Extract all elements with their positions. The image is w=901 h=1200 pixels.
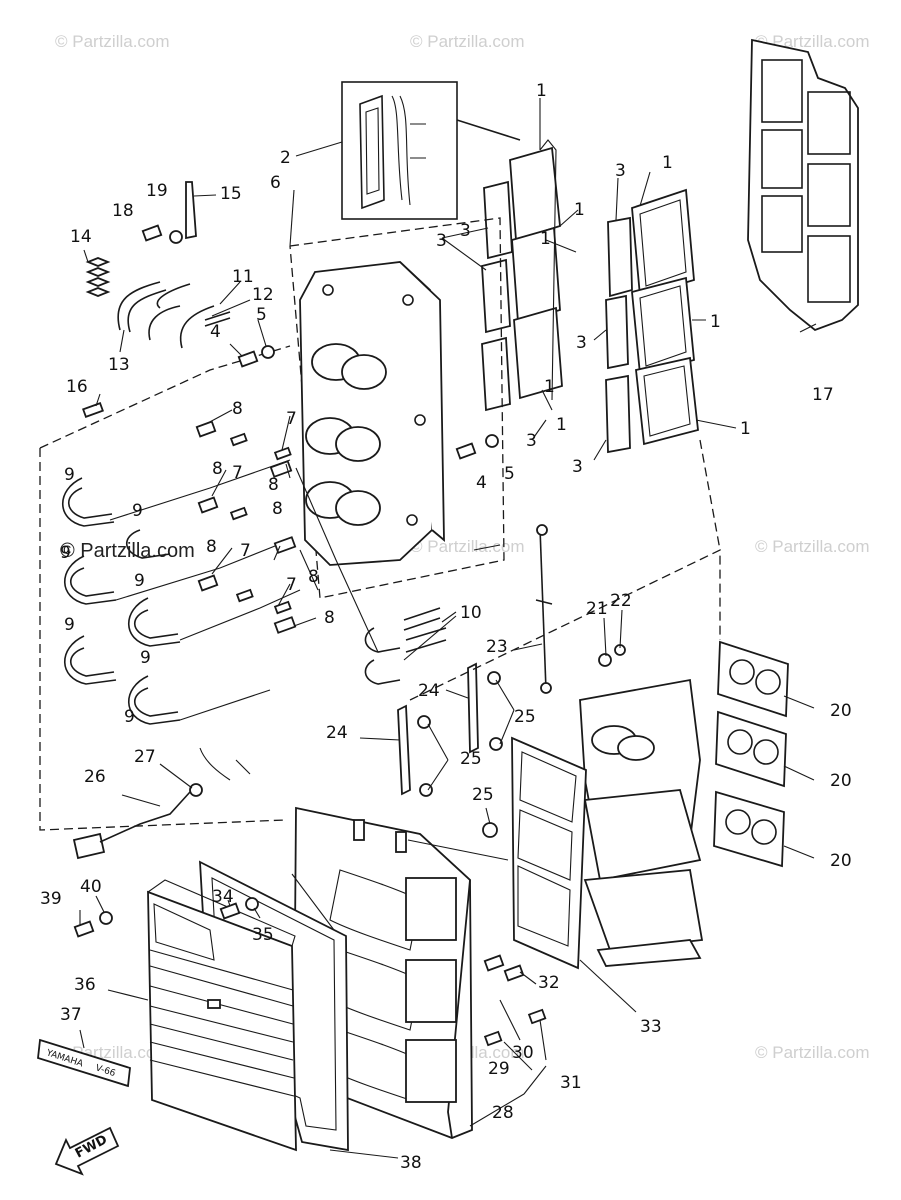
watermark: © Partzilla.com [55, 32, 170, 51]
callout-label: 26 [84, 767, 106, 787]
callout-label: 8 [232, 399, 243, 419]
fittings-group [82, 181, 499, 634]
callout-label: 30 [512, 1043, 534, 1063]
callout-label: 8 [206, 537, 217, 557]
carb-gaskets-20 [713, 640, 789, 868]
callout-label: 1 [544, 377, 555, 397]
callout-label: 9 [134, 571, 145, 591]
callout-label: 18 [112, 201, 134, 221]
callout-label: 36 [74, 975, 96, 995]
callout-label: 8 [272, 499, 283, 519]
decal-37: YAMAHA V-66 [37, 1038, 131, 1088]
reed-valve-stack-right [605, 188, 699, 454]
callout-label: 1 [710, 312, 721, 332]
callout-label: 14 [70, 227, 92, 247]
callout-label: 31 [560, 1073, 582, 1093]
callout-label: 8 [308, 567, 319, 587]
misc-hardware [72, 747, 547, 1047]
watermark: © Partzilla.com [410, 32, 525, 51]
callout-label: 3 [526, 431, 537, 451]
callout-label: 16 [66, 377, 88, 397]
callout-label: 7 [286, 575, 297, 595]
callout-label: 1 [574, 200, 585, 220]
callout-labels: 1 1 1 1 1 1 1 1 2 3 3 3 3 3 3 4 4 5 5 6 … [40, 81, 852, 1173]
callout-label: 28 [492, 1103, 514, 1123]
callout-label: 37 [60, 1005, 82, 1025]
callout-label: 19 [146, 181, 168, 201]
callout-label: 10 [460, 603, 482, 623]
callout-label: 33 [640, 1017, 662, 1037]
callout-label: 5 [256, 305, 267, 325]
callout-label: 35 [252, 925, 274, 945]
carburetor-bank [409, 439, 721, 967]
callout-label: 1 [556, 415, 567, 435]
callout-label: 2 [280, 148, 291, 168]
callout-label: 34 [212, 887, 234, 907]
callout-label: 7 [286, 409, 297, 429]
callout-label: 23 [486, 637, 508, 657]
callout-label: 9 [124, 707, 135, 727]
callout-label: 1 [540, 229, 551, 249]
callout-label: 12 [252, 285, 274, 305]
silencer-cover-36 [147, 879, 297, 1152]
callout-label: 9 [140, 648, 151, 668]
callout-label: 38 [400, 1153, 422, 1173]
hoses-group [39, 281, 447, 831]
callout-label: 32 [538, 973, 560, 993]
callout-label: 25 [514, 707, 536, 727]
callout-label: 3 [436, 231, 447, 251]
callout-label: 4 [476, 473, 487, 493]
watermark: © Partzilla.com [60, 540, 195, 562]
callout-label: 20 [830, 771, 852, 791]
callout-label: 15 [220, 184, 242, 204]
watermark: © Partzilla.com [755, 537, 870, 556]
callout-label: 25 [460, 749, 482, 769]
callout-label: 4 [210, 322, 221, 342]
callout-label: 9 [64, 615, 75, 635]
callout-label: 9 [60, 543, 71, 563]
gasket-17 [747, 38, 859, 332]
callout-label: 29 [488, 1059, 510, 1079]
callout-label: 3 [576, 333, 587, 353]
callout-label: 21 [586, 599, 608, 619]
callout-label: 24 [418, 681, 440, 701]
callout-label: 9 [132, 501, 143, 521]
callout-label: 8 [268, 475, 279, 495]
callout-label: 1 [662, 153, 673, 173]
watermark: © Partzilla.com [755, 1043, 870, 1062]
fwd-arrow-icon: FWD [54, 1126, 120, 1176]
callout-label: 6 [270, 173, 281, 193]
callout-label: 39 [40, 889, 62, 909]
callout-label: 24 [326, 723, 348, 743]
callout-label: 1 [536, 81, 547, 101]
watermark: © Partzilla.com [410, 537, 525, 556]
callout-label: 40 [80, 877, 102, 897]
callout-label: 3 [615, 161, 626, 181]
callout-label: 7 [240, 541, 251, 561]
callout-label: 20 [830, 851, 852, 871]
callout-label: 3 [460, 221, 471, 241]
callout-label: 1 [740, 419, 751, 439]
callout-label: 3 [572, 457, 583, 477]
callout-label: 25 [472, 785, 494, 805]
gasket-33 [511, 736, 587, 970]
intake-manifold-6 [289, 217, 505, 599]
callout-label: 8 [324, 608, 335, 628]
callout-label: 22 [610, 591, 632, 611]
callout-label: 5 [504, 464, 515, 484]
callout-label: 8 [212, 459, 223, 479]
callout-label: 20 [830, 701, 852, 721]
callout-label: 11 [232, 267, 254, 287]
callout-label: 7 [232, 463, 243, 483]
callout-label: 27 [134, 747, 156, 767]
reed-detail-inset [341, 81, 521, 220]
leader-lines [79, 98, 817, 1159]
callout-label: 13 [108, 355, 130, 375]
reed-valve-stack-middle [481, 139, 563, 412]
callout-label: 9 [64, 465, 75, 485]
link-rods-group [397, 524, 626, 838]
callout-label: 17 [812, 385, 834, 405]
